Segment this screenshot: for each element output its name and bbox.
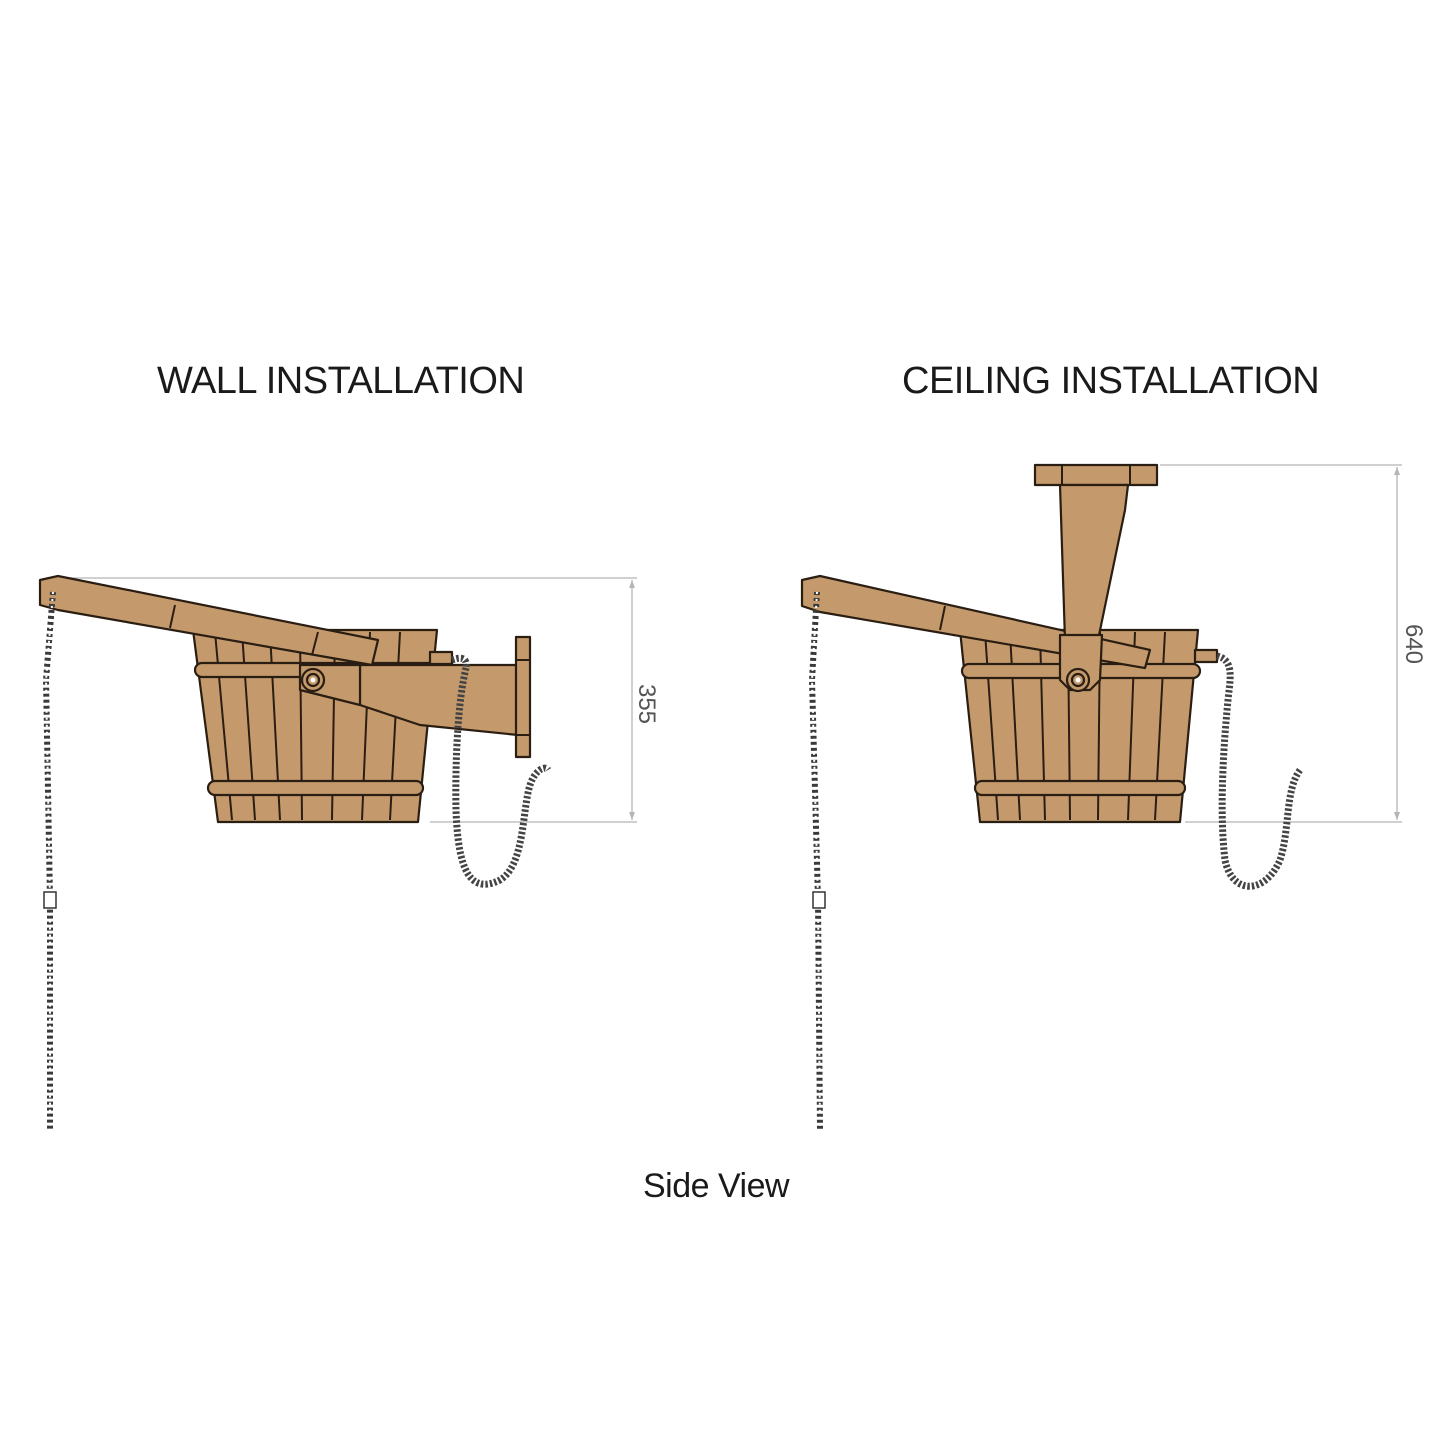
wall-installation-title: WALL INSTALLATION [157, 360, 525, 402]
wall-pivot-bolt [300, 667, 326, 693]
wall-bracket [358, 635, 532, 759]
wall-bucket [191, 628, 439, 824]
ceiling-bracket [1033, 463, 1159, 692]
wall-lever-arm [38, 574, 380, 707]
wall-assembly [38, 574, 637, 1130]
ceiling-spring-connector [1193, 648, 1219, 664]
ceiling-pivot-bolt [1065, 667, 1091, 693]
wall-dimension-lines [50, 577, 637, 823]
ceiling-coiled-spring [1215, 652, 1303, 890]
side-view-caption: Side View [643, 1167, 790, 1205]
spring-top [450, 654, 470, 669]
ceiling-pull-rope [808, 591, 826, 1131]
ceiling-installation-title: CEILING INSTALLATION [902, 360, 1320, 402]
ceiling-assembly [800, 463, 1402, 1131]
wall-pull-rope [42, 591, 57, 1130]
ceiling-bucket [958, 628, 1202, 824]
